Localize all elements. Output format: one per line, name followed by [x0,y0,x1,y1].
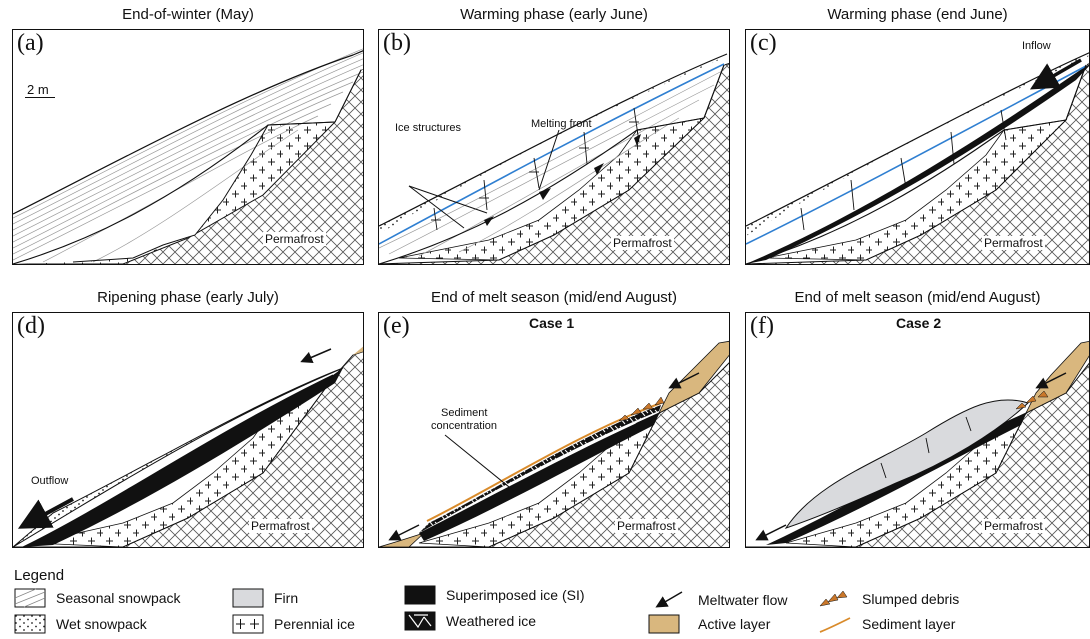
panel-title-c: Warming phase (end June) [827,6,1008,23]
legend-label: Superimposed ice (SI) [446,587,585,603]
panel-label-c: (c) [750,30,777,56]
panel-e: (e) Case 1 Sediment concentration Permaf… [378,312,730,548]
seasonal-snowpack-swatch [14,588,46,608]
wet-snowpack-swatch [14,614,46,634]
panel-title-a: End-of-winter (May) [122,6,254,23]
sediment-concentration-label-1: Sediment [441,407,488,419]
permafrost-label: Permafrost [611,236,674,250]
sediment-concentration-label-2: concentration [431,420,498,432]
permafrost-label: Permafrost [982,236,1045,250]
scale-bar [25,97,55,98]
legend-label: Slumped debris [862,591,960,607]
panel-label-f: (f) [750,313,774,339]
panel-d: (d) Outflow Permafrost [12,312,364,548]
legend-label: Weathered ice [446,613,537,629]
permafrost-label: Permafrost [982,519,1045,533]
panel-b: (b) Ice structures Melting front Permafr… [378,29,730,265]
legend-label: Sediment layer [862,616,956,632]
panel-title-e: End of melt season (mid/end August) [431,289,677,306]
sediment-layer-swatch [819,617,851,633]
panel-title-f: End of melt season (mid/end August) [794,289,1041,306]
meltwater-flow-swatch [655,591,683,608]
weathered-ice-swatch [404,611,436,631]
panel-title-b: Warming phase (early June) [460,6,648,23]
legend-label: Seasonal snowpack [56,590,181,606]
panel-label-e: (e) [383,313,410,339]
legend-weathered-ice: Weathered ice [404,611,536,631]
panel-c: (c) Inflow Permafrost [745,29,1090,265]
legend-wet-snowpack: Wet snowpack [14,614,147,634]
legend-sediment-layer: Sediment layer [818,614,955,634]
permafrost-label: Permafrost [615,519,678,533]
legend-perennial-ice: Perennial ice [232,614,355,634]
permafrost-label: Permafrost [263,232,326,246]
legend-active-layer: Active layer [648,614,770,634]
melting-front-label: Melting front [531,118,592,130]
outflow-label: Outflow [31,475,69,487]
active-layer-swatch [648,614,680,634]
case-label-2: Case 2 [896,315,942,331]
legend-superimposed-ice: Superimposed ice (SI) [404,585,585,605]
ice-structures-label: Ice structures [395,122,462,134]
inflow-label: Inflow [1022,40,1051,52]
panel-f: (f) Case 2 Permafrost [745,312,1090,548]
case-label-1: Case 1 [529,315,575,331]
legend-meltwater-flow: Meltwater flow [648,590,787,610]
legend-title: Legend [14,567,65,584]
perennial-ice-swatch [232,614,264,634]
permafrost-label: Permafrost [249,519,312,533]
panel-label-a: (a) [17,30,44,56]
panel-label-d: (d) [17,313,45,339]
legend-firn: Firn [232,588,298,608]
scale-bar-label: 2 m [27,82,49,97]
legend-label: Meltwater flow [698,592,788,608]
panel-a: (a) 2 m Permafrost [12,29,364,265]
legend-seasonal-snowpack: Seasonal snowpack [14,588,181,608]
legend-label: Perennial ice [274,616,355,632]
legend-label: Firn [274,590,299,606]
panel-title-d: Ripening phase (early July) [97,289,279,306]
legend-label: Wet snowpack [56,616,147,632]
firn-swatch [232,588,264,608]
panel-label-b: (b) [383,30,411,56]
legend-label: Active layer [698,616,771,632]
superimposed-ice-swatch [404,585,436,605]
legend-slumped-debris: Slumped debris [818,589,959,609]
slumped-debris-swatch [819,590,848,607]
